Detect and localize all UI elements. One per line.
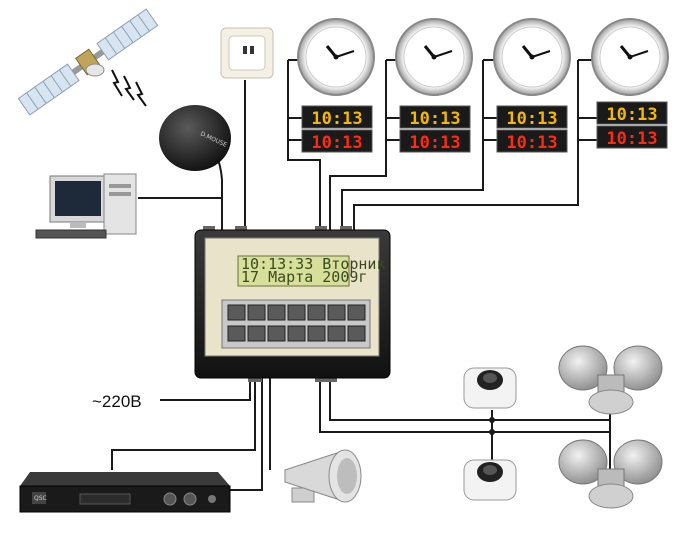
wall-clock-icon	[395, 18, 473, 96]
amplifier-icon: QSC	[19, 472, 231, 513]
digital-clock-icon: 10:13 10:13	[496, 105, 568, 153]
wall-clock-icon	[297, 18, 375, 96]
satellite-icon	[17, 8, 159, 116]
horn-speaker-icon	[284, 449, 362, 503]
digital-clock-icon: 10:13 10:13	[301, 105, 373, 153]
wall-clock-icon	[493, 18, 571, 96]
lcd-line-1: 10:13:33 Вторник	[241, 255, 386, 273]
push-button-icon	[463, 367, 517, 409]
power-label: ~220В	[92, 392, 142, 411]
bell-icon	[558, 439, 663, 509]
clock-3-display-bottom: 10:13	[506, 133, 557, 153]
wall-clock-icon	[591, 18, 669, 96]
clock-1-display-top: 10:13	[311, 109, 362, 129]
clock-1-display-bottom: 10:13	[311, 133, 362, 153]
wires	[111, 59, 611, 491]
clock-4-display-bottom: 10:13	[606, 129, 657, 149]
wall-socket-icon	[220, 27, 274, 79]
clock-4-display-top: 10:13	[606, 105, 657, 125]
computer-icon	[35, 173, 137, 239]
amplifier-brand-label: QSC	[34, 495, 47, 502]
clock-3-display-top: 10:13	[506, 109, 557, 129]
clock-2-display-top: 10:13	[409, 109, 460, 129]
gps-antenna-icon: D.MOUSE	[159, 105, 231, 171]
lcd-line-2: 17 Марта 2009г	[241, 268, 367, 286]
digital-clock-icon: 10:13 10:13	[596, 101, 668, 149]
bell-icon	[558, 345, 663, 415]
radio-waves-icon	[111, 69, 147, 107]
clock-2-display-bottom: 10:13	[409, 133, 460, 153]
keypad	[227, 304, 366, 342]
push-button-icon	[463, 459, 517, 501]
digital-clock-icon: 10:13 10:13	[399, 105, 471, 153]
controller-icon: 10:13:33 Вторник 17 Марта 2009г	[194, 226, 391, 382]
